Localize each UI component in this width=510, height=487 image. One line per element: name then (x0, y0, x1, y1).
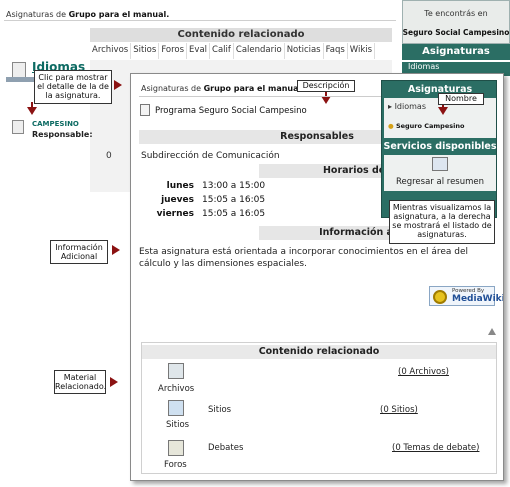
bg-col: Eval (187, 43, 211, 59)
location-name: Seguro Social Campesino (402, 28, 510, 37)
panel-breadcrumb: Asignaturas de Grupo para el manual. (141, 84, 304, 93)
bg-col: Archivos (90, 43, 132, 59)
arrow-right-icon (112, 245, 120, 255)
schedule-day: jueves (161, 195, 194, 205)
bg-responsable-label: Responsable: (32, 130, 93, 139)
callout-descripcion: Descripción (297, 80, 355, 92)
subject-link-campesino[interactable]: CAMPESINO (32, 120, 79, 128)
panel-breadcrumb-prefix: Asignaturas de (141, 84, 202, 93)
schedule-row: lunes 13:00 a 15:00 (139, 181, 266, 191)
arrow-down-icon (321, 96, 331, 104)
forums-icon-label: Foros (164, 460, 187, 470)
callout-material: Material Relacionado. (54, 370, 106, 394)
bg-side-item[interactable]: Idiomas (402, 62, 510, 76)
related-title: Contenido relacionado (142, 345, 496, 359)
bg-col: Calif (210, 43, 234, 59)
schedule-row: jueves 15:05 a 16:05 (139, 195, 265, 205)
arrow-stem (325, 92, 327, 97)
responsable-name: Subdirección de Comunicación (141, 151, 280, 161)
forums-icon[interactable] (168, 440, 184, 456)
sidebar-item-idiomas[interactable]: ▸ Idiomas (388, 102, 426, 111)
location-box (402, 0, 510, 44)
bg-col: Sitios (131, 43, 160, 59)
bg-related-columns: Archivos Sitios Foros Eval Calif Calenda… (90, 43, 392, 59)
services-box: Regresar al resumen (384, 155, 496, 191)
related-label-debates: Debates (208, 443, 244, 453)
schedule-time: 15:05 a 16:05 (202, 209, 266, 219)
mediawiki-label: MediaWiki (452, 294, 504, 304)
schedule-day: lunes (166, 181, 194, 191)
sidebar-item-seguro[interactable]: ● Seguro Campesino (388, 122, 464, 130)
arrow-right-icon (114, 80, 122, 90)
arrow-stem (442, 105, 444, 108)
scroll-up-icon[interactable] (488, 328, 496, 335)
subject-detail-panel: Asignaturas de Grupo para el manual. Des… (130, 73, 504, 481)
schedule-day: viernes (156, 209, 194, 219)
sites-icon-label: Sitios (166, 420, 190, 430)
bg-col: Noticias (285, 43, 324, 59)
schedule-time: 13:00 a 15:00 (202, 181, 266, 191)
bullet-icon: ● (388, 122, 396, 130)
bullet-icon: ▸ (388, 102, 395, 111)
mediawiki-logo-icon (433, 290, 447, 304)
program-icon (140, 104, 150, 116)
schedule-time: 15:05 a 16:05 (202, 195, 266, 205)
bg-breadcrumb: Asignaturas de Grupo para el manual. (6, 10, 169, 19)
arrow-stem (31, 102, 33, 108)
info-text: Esta asignatura está orientada a incorpo… (139, 247, 469, 269)
bg-col: Calendario (234, 43, 285, 59)
related-label-sitios: Sitios (208, 405, 232, 415)
mediawiki-badge[interactable]: Powered By MediaWiki (429, 286, 503, 306)
arrow-down-icon (27, 107, 37, 115)
back-summary-icon[interactable] (432, 157, 448, 171)
related-label-archivos: Archivos (158, 384, 195, 394)
mediawiki-powered-label: Powered By (452, 288, 485, 294)
bg-side-heading: Asignaturas (402, 44, 510, 60)
sidebar-servicios-title: Servicios disponibles (383, 141, 497, 152)
bg-related-title: Contenido relacionado (90, 28, 392, 42)
sidebar-item-label: Idiomas (394, 102, 426, 111)
related-link-archivos[interactable]: (0 Archivos) (398, 367, 449, 377)
subject-icon (12, 120, 24, 134)
subjects-sidebar: Asignaturas ▸ Idiomas ● Seguro Campesino… (381, 80, 497, 218)
bg-col: Wikis (348, 43, 376, 59)
related-link-sitios[interactable]: (0 Sitios) (380, 405, 418, 415)
arrow-down-icon (438, 107, 448, 115)
files-icon[interactable] (168, 363, 184, 379)
panel-breadcrumb-group[interactable]: Grupo para el manual. (203, 84, 305, 93)
back-summary-link[interactable]: Regresar al resumen (395, 177, 485, 187)
sites-icon[interactable] (168, 400, 184, 416)
bg-breadcrumb-prefix: Asignaturas de (6, 10, 67, 19)
callout-click-detail: Clic para mostrar el detalle de la de la… (34, 70, 112, 104)
subject-icon (12, 62, 26, 78)
related-link-debates[interactable]: (0 Temas de debate) (392, 443, 480, 453)
bg-breadcrumb-group[interactable]: Grupo para el manual. (68, 10, 170, 19)
panel-divider (139, 96, 489, 97)
sidebar-item-label: Seguro Campesino (395, 122, 465, 130)
bg-cell-value: 0 (106, 151, 112, 161)
callout-while-viewing: Mientras visualizamos la asignatura, a l… (389, 200, 495, 244)
bg-divider (4, 20, 396, 21)
bg-col: Foros (159, 43, 188, 59)
related-content-box: Contenido relacionado Archivos (0 Archiv… (141, 342, 497, 474)
schedule-row: viernes 15:05 a 16:05 (139, 209, 266, 219)
location-greeting: Te encontrás en (424, 9, 488, 18)
program-name: Programa Seguro Social Campesino (155, 106, 307, 116)
arrow-right-icon (110, 377, 118, 387)
bg-col: Faqs (324, 43, 348, 59)
sidebar-asignaturas-title: Asignaturas (407, 84, 473, 95)
callout-nombre: Nombre (438, 93, 484, 105)
callout-info-adicional: Información Adicional (50, 240, 108, 264)
